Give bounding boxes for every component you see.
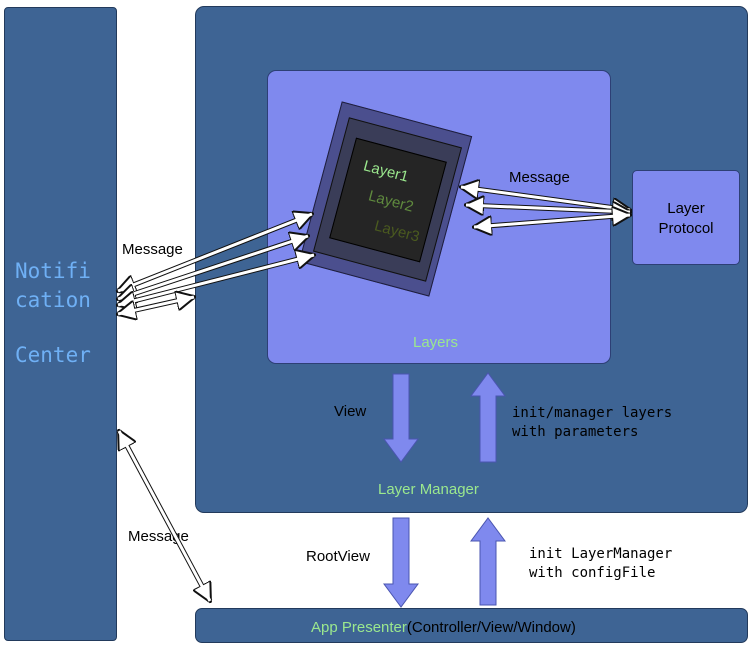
layer-manager-label: Layer Manager [378, 481, 479, 498]
init-manager-label-line2: with configFile [529, 565, 656, 581]
arrows-layers-protocol [461, 187, 630, 227]
arrow-init-manager-up [470, 517, 506, 606]
app-presenter-box: App Presenter(Controller/View/Window) [195, 608, 748, 643]
app-presenter-detail: (Controller/View/Window) [406, 619, 576, 636]
arrow-rootview-down [383, 517, 419, 608]
arrow-init-layers-up [470, 372, 506, 463]
notification-center-label-line3: Center [15, 343, 91, 367]
init-layers-label-line1: init/manager layers [512, 405, 673, 421]
init-layers-label-line2: with parameters [512, 424, 639, 440]
notification-center-label-line2: cation [15, 288, 91, 312]
layers-panel-label: Layers [413, 334, 459, 351]
layer-protocol-label-line2: Protocol [658, 220, 714, 237]
view-label: View [334, 403, 367, 420]
init-manager-label-line1: init LayerManager [529, 546, 673, 562]
rootview-label: RootView [306, 548, 370, 565]
arrows-center-layers [118, 214, 314, 314]
app-presenter-name: App Presenter [311, 619, 407, 636]
app-presenter-label: App Presenter(Controller/View/Window) [311, 619, 576, 636]
notification-center-box: Notifi cation Center [4, 7, 117, 641]
arrow-view-down [383, 373, 419, 463]
arrow-center-presenter [116, 431, 213, 601]
notification-center-label-line1: Notifi [15, 259, 91, 283]
layer-protocol-label-line1: Layer [667, 200, 705, 217]
